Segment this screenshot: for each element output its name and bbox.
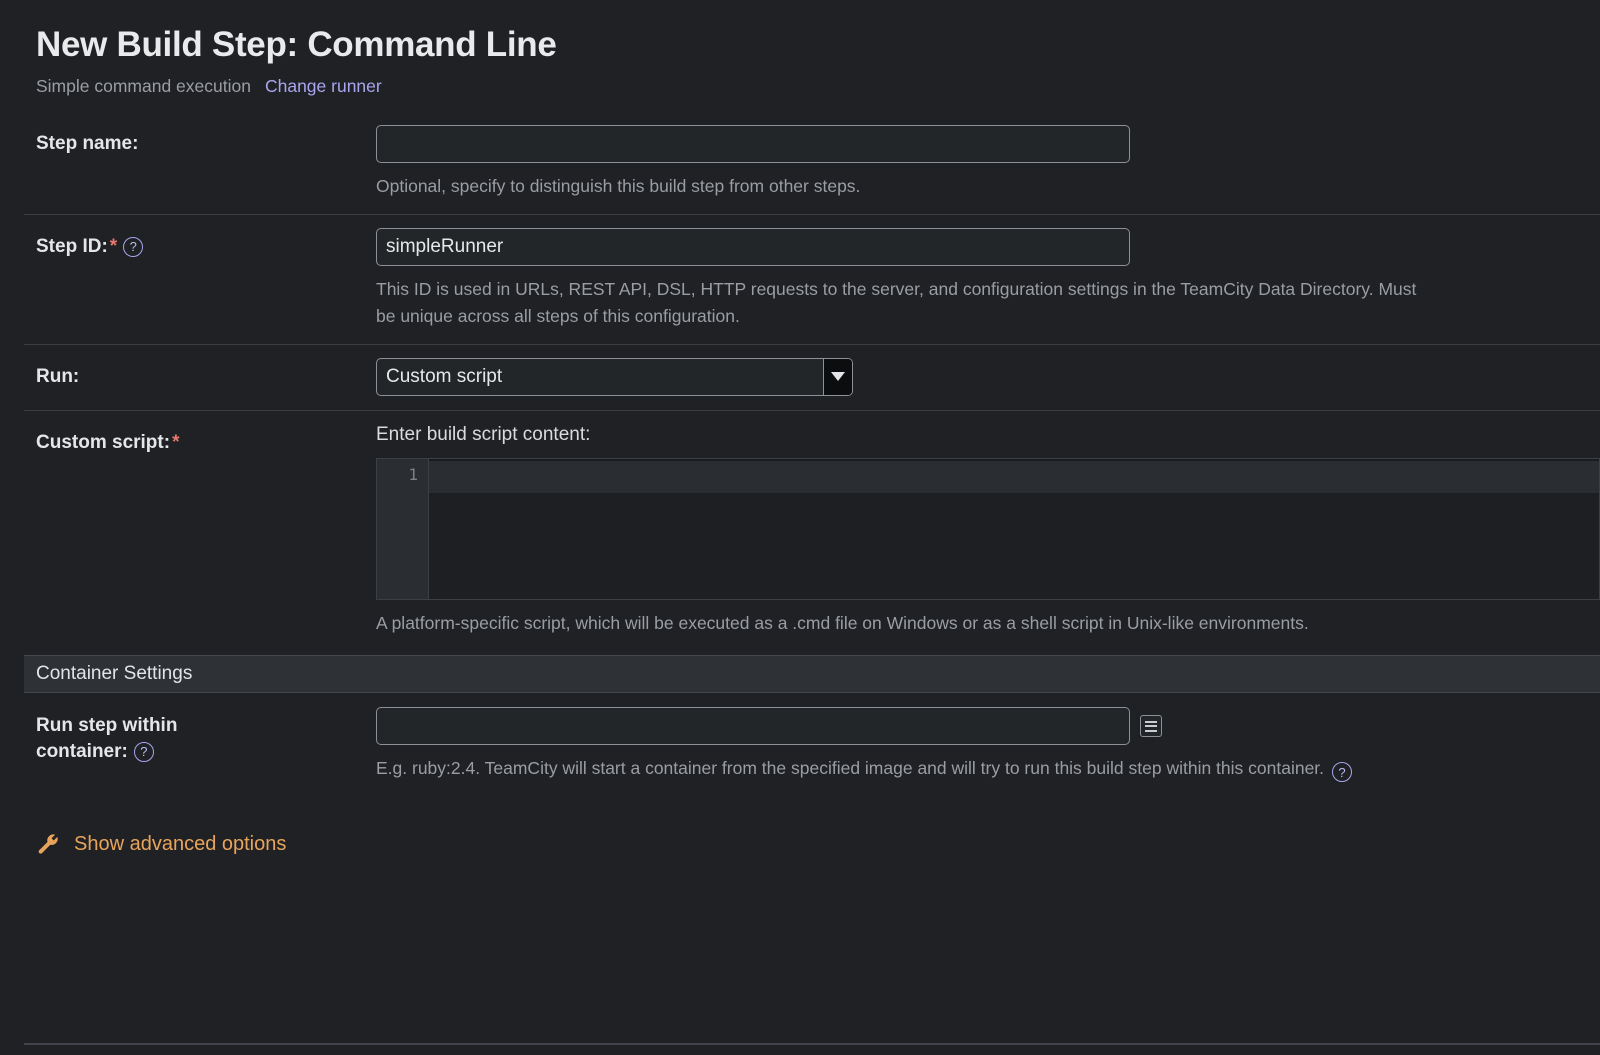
run-within-container-label-line1: Run step within: [36, 715, 178, 736]
editor-active-line-highlight: [429, 458, 1599, 493]
editor-body[interactable]: [429, 458, 1599, 599]
editor-gutter: 1: [377, 458, 429, 599]
custom-script-field-cell: Enter build script content: 1 A platform…: [376, 410, 1600, 651]
picker-line-3: [1145, 729, 1157, 732]
container-image-input[interactable]: [376, 707, 1130, 745]
script-editor[interactable]: 1: [376, 457, 1600, 600]
picker-line-1: [1145, 720, 1157, 723]
custom-script-hint: A platform-specific script, which will b…: [376, 612, 1309, 633]
run-select-value: Custom script: [386, 365, 503, 387]
custom-script-required-marker: *: [172, 431, 180, 453]
custom-script-label-cell: Custom script:*: [0, 410, 376, 456]
run-within-container-field-cell: E.g. ruby:2.4. TeamCity will start a con…: [376, 693, 1600, 796]
run-select-wrap: Custom script: [376, 357, 853, 396]
container-image-input-group: [376, 707, 1600, 745]
step-name-field-cell: Optional, specify to distinguish this bu…: [376, 111, 1600, 214]
chevron-down-icon[interactable]: [823, 358, 852, 395]
container-settings-header: Container Settings: [24, 655, 1600, 693]
row-run-within-container: Run step within container:? E.g. ruby:2.…: [0, 693, 1600, 796]
step-id-label-cell: Step ID:*?: [0, 214, 376, 260]
wrench-icon: [38, 834, 58, 854]
step-id-input[interactable]: [376, 227, 1130, 266]
step-name-input[interactable]: [376, 124, 1130, 163]
run-within-container-label-cell: Run step within container:?: [0, 693, 376, 764]
subtitle-row: Simple command execution Change runner: [36, 76, 1600, 97]
custom-script-label: Custom script:: [36, 431, 171, 453]
editor-line-number: 1: [408, 464, 418, 484]
editor-top-edge: [429, 458, 1599, 461]
page-title: New Build Step: Command Line: [36, 25, 557, 64]
container-image-hint-help-icon[interactable]: ?: [1332, 762, 1353, 783]
list-picker-icon[interactable]: [1140, 715, 1162, 737]
change-runner-link[interactable]: Change runner: [264, 75, 382, 96]
step-name-hint: Optional, specify to distinguish this bu…: [376, 175, 861, 196]
container-image-hint: E.g. ruby:2.4. TeamCity will start a con…: [376, 755, 1436, 783]
picker-line-2: [1145, 725, 1157, 727]
runner-description: Simple command execution: [36, 75, 251, 96]
step-id-field-cell: This ID is used in URLs, REST API, DSL, …: [376, 214, 1600, 344]
page-header: New Build Step: Command Line Simple comm…: [0, 0, 1600, 97]
run-field-cell: Custom script: [376, 344, 1600, 410]
show-advanced-options-link[interactable]: Show advanced options: [74, 832, 287, 855]
build-step-form: Step name: Optional, specify to distingu…: [0, 111, 1600, 652]
show-advanced-options-row[interactable]: Show advanced options: [0, 832, 1600, 856]
step-id-hint: This ID is used in URLs, REST API, DSL, …: [376, 278, 1417, 326]
run-within-container-label-line2: container:: [36, 740, 128, 762]
script-content-input[interactable]: [429, 459, 1599, 599]
run-select[interactable]: Custom script: [376, 357, 853, 396]
editor-caption: Enter build script content:: [376, 423, 591, 445]
run-within-container-help-icon[interactable]: ?: [133, 741, 154, 762]
row-step-id: Step ID:*? This ID is used in URLs, REST…: [0, 213, 1600, 344]
container-image-hint-text: E.g. ruby:2.4. TeamCity will start a con…: [376, 758, 1325, 778]
step-id-required-marker: *: [109, 235, 118, 257]
row-run: Run: Custom script: [0, 343, 1600, 410]
bottom-divider: [24, 1043, 1600, 1045]
step-id-help-icon[interactable]: ?: [123, 236, 144, 257]
row-step-name: Step name: Optional, specify to distingu…: [0, 111, 1600, 214]
row-custom-script: Custom script:* Enter build script conte…: [0, 409, 1600, 651]
run-label: Run:: [36, 365, 80, 387]
step-id-label: Step ID:: [36, 235, 108, 257]
caret-shape: [831, 372, 845, 382]
run-within-container-label-line2-wrap: container:?: [36, 739, 376, 765]
step-name-label: Step name:: [36, 132, 139, 154]
